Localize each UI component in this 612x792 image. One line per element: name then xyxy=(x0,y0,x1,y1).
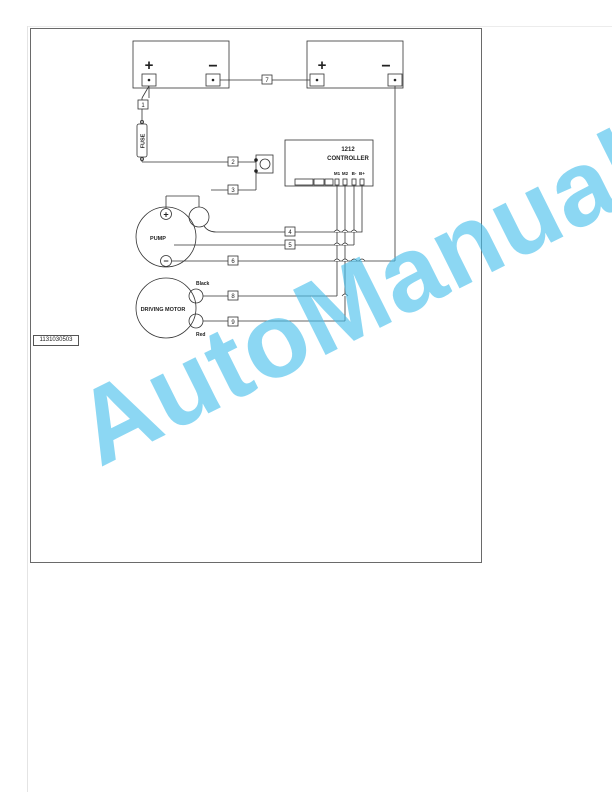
pump-negative-label: − xyxy=(163,256,168,266)
wire-number-9: 9 xyxy=(231,320,235,326)
controller-terminal-b-minus xyxy=(351,178,357,186)
driving-motor-label: DRIVING MOTOR xyxy=(141,307,186,313)
diagram-frame xyxy=(30,28,482,563)
battery-left-positive-label: + xyxy=(145,57,154,74)
wire-number-3: 3 xyxy=(231,188,235,194)
pump-label: PUMP xyxy=(150,236,166,242)
figure-id-label: 1131030503 xyxy=(33,335,79,346)
battery-right xyxy=(306,40,404,89)
wire-number-2: 2 xyxy=(231,160,235,166)
page-rule-left xyxy=(27,26,28,792)
battery-left-negative-label: − xyxy=(208,58,217,75)
wire-number-6: 6 xyxy=(231,259,235,265)
controller xyxy=(284,139,374,187)
controller-terminal-m1 xyxy=(334,178,340,186)
controller-terminal-m2-label: M2 xyxy=(342,171,349,176)
controller-title: CONTROLLER xyxy=(327,156,369,162)
battery-right-negative-label: − xyxy=(381,58,390,75)
contactor xyxy=(255,154,274,174)
controller-terminal-b-minus-label: B- xyxy=(352,171,357,176)
wire-number-8: 8 xyxy=(231,294,235,300)
wire-number-5: 5 xyxy=(288,243,292,249)
driving-motor-red-label: Red xyxy=(196,332,205,338)
controller-terminal-b-plus xyxy=(359,178,365,186)
driving-motor xyxy=(135,277,197,339)
wire-number-1: 1 xyxy=(141,103,145,109)
controller-terminal-m1-label: M1 xyxy=(334,171,341,176)
page-rule-top xyxy=(27,26,612,27)
battery-right-positive-label: + xyxy=(318,57,327,74)
wire-number-4: 4 xyxy=(288,230,292,236)
fuse-label: FUSE xyxy=(141,133,147,148)
pump-positive-label: + xyxy=(163,210,168,220)
wire-number-7: 7 xyxy=(265,78,269,84)
controller-terminal-b-plus-label: B+ xyxy=(359,171,365,176)
battery-left xyxy=(132,40,230,89)
controller-terminal-m2 xyxy=(342,178,348,186)
controller-model: 1212 xyxy=(341,147,355,153)
driving-motor-black-label: Black xyxy=(196,281,210,287)
